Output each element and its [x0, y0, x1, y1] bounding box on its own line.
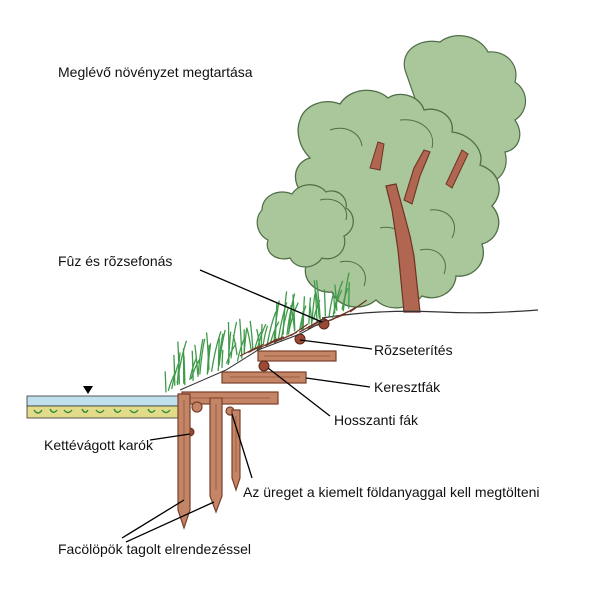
bank-ground-line	[322, 310, 538, 318]
leader-willow	[200, 270, 322, 322]
willow-shoot	[222, 350, 223, 368]
label-brush-spreading: Rõzseterítés	[374, 342, 453, 358]
label-longitudinal-timbers: Hosszanti fák	[334, 412, 418, 428]
split-stake-end-1	[192, 402, 202, 412]
willow-shoot	[310, 305, 312, 325]
water-surface	[27, 396, 179, 406]
existing-vegetation	[257, 36, 538, 318]
cross-timber-middle	[222, 372, 306, 383]
leader-cross	[306, 378, 370, 387]
leader-piles-1	[122, 500, 184, 538]
water-body	[27, 386, 179, 418]
label-split-stakes: Kettévágott karók	[44, 437, 153, 453]
willow-shoot	[165, 371, 166, 392]
water-level-marker	[83, 386, 93, 394]
label-cavity-fill: Az üreget a kiemelt földanyaggal kell me…	[243, 484, 540, 500]
longitudinal-log-end-3	[319, 319, 329, 329]
label-willow-brush-weaving: Fûz és rõzsefonás	[58, 253, 172, 269]
tree-canopy-left	[257, 185, 353, 267]
label-existing-vegetation: Meglévő növényzet megtartása	[58, 64, 253, 80]
willow-shoot	[231, 322, 237, 358]
longitudinal-log-end-2	[259, 361, 269, 371]
willow-shoot	[174, 355, 175, 386]
willow-shoot	[275, 303, 277, 344]
willow-shoot	[303, 296, 304, 330]
leader-brush	[300, 340, 372, 349]
label-wooden-piles: Facölöpök tagolt elrendezéssel	[58, 541, 251, 557]
willow-shoot	[324, 289, 325, 316]
label-cross-timbers: Keresztfák	[374, 379, 440, 395]
willow-shoot	[247, 329, 251, 351]
willow-shoot	[233, 335, 237, 355]
